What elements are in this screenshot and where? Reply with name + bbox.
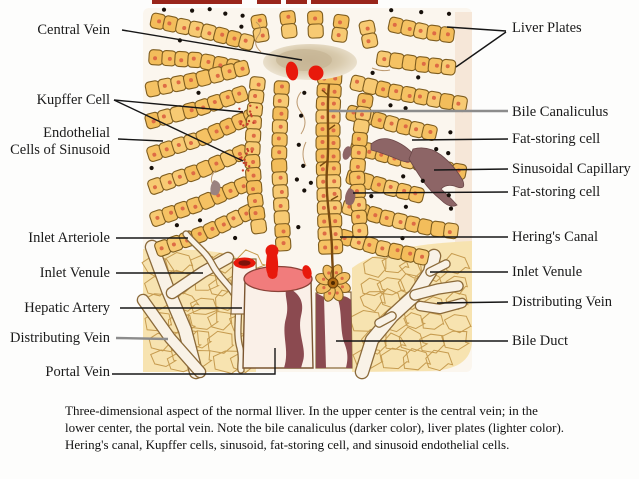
portal-vein-lumen bbox=[243, 265, 313, 293]
sinusoid-wall-squiggles bbox=[210, 21, 391, 187]
label-fat-storing-cell-2: Fat-storing cell bbox=[512, 184, 601, 200]
label-endothelial-line1: Endothelial bbox=[43, 125, 110, 141]
label-herings-canal: Hering's Canal bbox=[512, 229, 598, 245]
label-distributing-vein-right: Distributing Vein bbox=[512, 294, 613, 310]
label-fat-storing-cell-1: Fat-storing cell bbox=[512, 131, 601, 147]
label-inlet-venule-left: Inlet Venule bbox=[39, 265, 110, 281]
liver-cell-plates bbox=[144, 10, 468, 266]
label-kupffer-cell: Kupffer Cell bbox=[36, 92, 110, 108]
label-distributing-vein-left: Distributing Vein bbox=[9, 330, 110, 346]
label-inlet-arteriole: Inlet Arteriole bbox=[28, 230, 110, 246]
bile-canaliculus-line bbox=[319, 83, 339, 289]
caption-line-3: Hering's canal, Kupffer cells, sinusoid,… bbox=[65, 437, 510, 452]
red-blood-cell bbox=[285, 61, 299, 81]
label-sinusoidal-capillary: Sinusoidal Capillary bbox=[512, 161, 631, 177]
label-bile-canaliculus: Bile Canaliculus bbox=[512, 104, 609, 120]
label-endothelial-line2: Cells of Sinusoid bbox=[10, 142, 110, 158]
central-vein bbox=[263, 44, 357, 81]
distributing-vein-branches bbox=[136, 239, 468, 380]
caption-line-2: lower center, the portal vein. Note the … bbox=[65, 420, 565, 435]
label-liver-plates: Liver Plates bbox=[512, 20, 582, 36]
label-portal-vein: Portal Vein bbox=[45, 364, 110, 380]
red-blood-cell bbox=[308, 65, 324, 81]
caption-line-1: Three-dimensional aspect of the normal l… bbox=[65, 403, 538, 418]
bile-duct-stripe bbox=[284, 287, 304, 368]
label-hepatic-artery: Hepatic Artery bbox=[24, 300, 110, 316]
label-inlet-venule-right: Inlet Venule bbox=[512, 264, 583, 280]
fat-storing-and-capillary bbox=[210, 138, 465, 207]
leader-lines bbox=[112, 26, 509, 375]
label-bile-duct: Bile Duct bbox=[512, 333, 568, 349]
sinusoidal-capillary-shape bbox=[408, 147, 465, 207]
kupffer-cell-stipple bbox=[238, 104, 258, 172]
label-central-vein: Central Vein bbox=[37, 22, 110, 38]
